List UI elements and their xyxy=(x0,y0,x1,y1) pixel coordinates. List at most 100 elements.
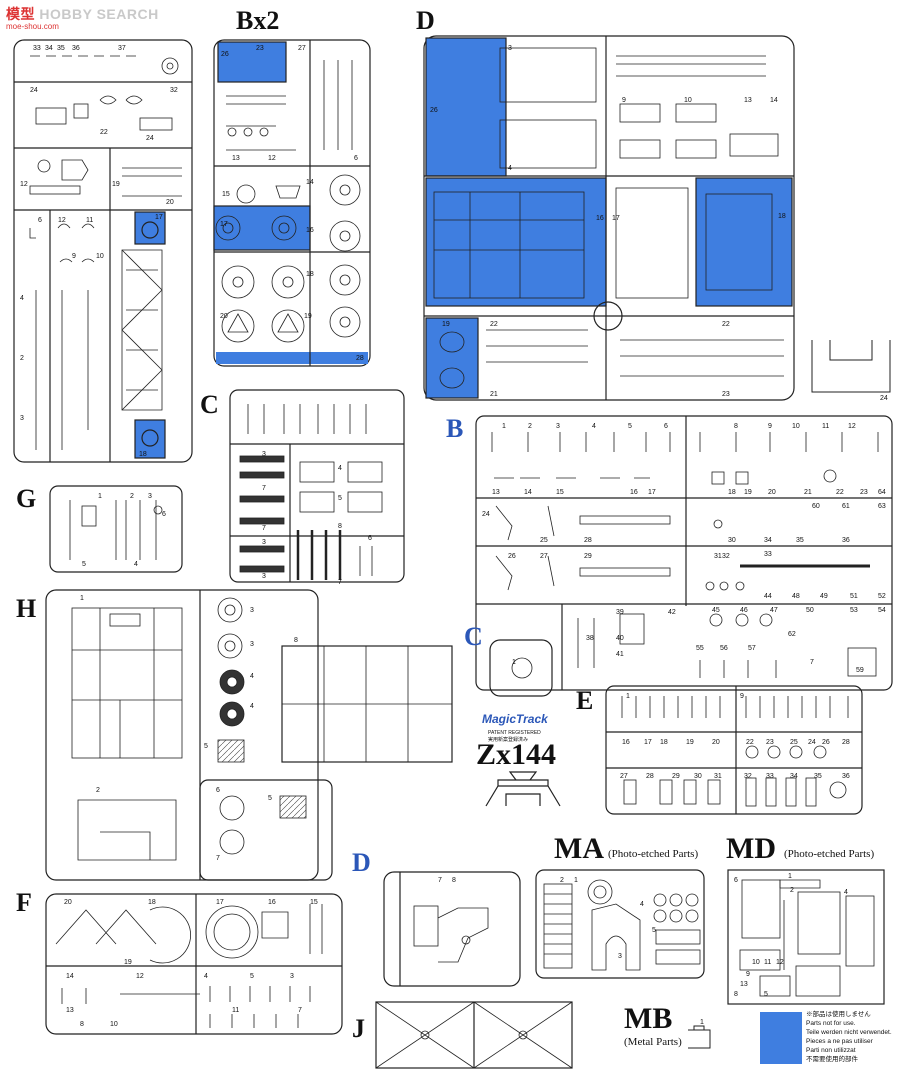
svg-text:7: 7 xyxy=(216,855,220,862)
svg-text:12: 12 xyxy=(776,959,784,966)
svg-text:22: 22 xyxy=(836,489,844,496)
sprue-h: 1 2 3 3 4 4 5 5 6 7 xyxy=(45,589,333,881)
svg-text:36: 36 xyxy=(842,537,850,544)
svg-text:9: 9 xyxy=(72,253,76,260)
label-c: C xyxy=(200,390,219,419)
svg-text:27: 27 xyxy=(540,553,548,560)
svg-text:1: 1 xyxy=(98,493,102,500)
svg-text:9: 9 xyxy=(740,693,744,700)
svg-text:60: 60 xyxy=(812,503,820,510)
sprue-d-blue: 7 8 xyxy=(383,871,521,987)
svg-text:57: 57 xyxy=(748,645,756,652)
svg-text:3: 3 xyxy=(20,415,24,422)
svg-text:14: 14 xyxy=(524,489,532,496)
svg-text:12: 12 xyxy=(58,217,66,224)
svg-text:4: 4 xyxy=(338,465,342,472)
sprue-c: 3 7 7 3 3 4 5 8 7 6 xyxy=(229,389,405,586)
svg-text:4: 4 xyxy=(204,973,208,980)
label-md-note: (Photo-etched Parts) xyxy=(784,848,875,860)
svg-text:11: 11 xyxy=(764,959,771,966)
svg-text:62: 62 xyxy=(788,631,796,638)
svg-text:10: 10 xyxy=(684,97,692,104)
legend-line: 不需要使用的部件 xyxy=(806,1056,858,1063)
label-d: D xyxy=(416,6,435,35)
svg-text:1: 1 xyxy=(626,693,630,700)
svg-text:19: 19 xyxy=(304,313,312,320)
label-mb: MB xyxy=(624,1002,673,1035)
legend-line: ※部品は使用しません xyxy=(806,1011,871,1018)
svg-text:13: 13 xyxy=(66,1007,74,1014)
svg-text:18: 18 xyxy=(660,739,668,746)
legend-line: Parts not for use. xyxy=(806,1020,856,1027)
svg-text:56: 56 xyxy=(720,645,728,652)
svg-text:28: 28 xyxy=(584,537,592,544)
label-md: MD xyxy=(726,832,776,865)
svg-text:17: 17 xyxy=(155,214,163,221)
svg-text:20: 20 xyxy=(64,899,72,906)
svg-text:8: 8 xyxy=(294,637,298,644)
svg-text:26: 26 xyxy=(508,553,516,560)
svg-text:31: 31 xyxy=(714,773,722,780)
svg-text:3: 3 xyxy=(262,539,266,546)
legend-line: Parti non utilizzat xyxy=(806,1047,856,1054)
svg-text:48: 48 xyxy=(792,593,800,600)
svg-text:28: 28 xyxy=(646,773,654,780)
label-ma-note: (Photo-etched Parts) xyxy=(608,848,699,860)
svg-text:34: 34 xyxy=(790,773,798,780)
svg-text:26: 26 xyxy=(221,51,229,58)
svg-text:42: 42 xyxy=(668,609,676,616)
sprue-c-blue: 1 xyxy=(489,639,553,697)
svg-text:1: 1 xyxy=(512,659,516,666)
svg-text:20: 20 xyxy=(220,313,228,320)
svg-text:3: 3 xyxy=(148,493,152,500)
label-e: E xyxy=(576,686,594,715)
label-d-blue: D xyxy=(352,848,371,877)
svg-text:15: 15 xyxy=(222,191,230,198)
label-j: J xyxy=(352,1014,365,1043)
svg-text:10: 10 xyxy=(752,959,760,966)
svg-text:4: 4 xyxy=(250,703,254,710)
svg-text:23: 23 xyxy=(766,739,774,746)
svg-text:24: 24 xyxy=(30,87,38,94)
svg-text:33: 33 xyxy=(766,773,774,780)
svg-text:13: 13 xyxy=(492,489,500,496)
svg-text:40: 40 xyxy=(616,635,624,642)
sprue-f: 20 18 19 17 16 15 14 12 13 8 10 4 5 3 11… xyxy=(45,893,343,1035)
svg-text:10: 10 xyxy=(792,423,800,430)
svg-text:36: 36 xyxy=(842,773,850,780)
svg-text:7: 7 xyxy=(262,485,266,492)
svg-text:4: 4 xyxy=(592,423,596,430)
svg-text:11: 11 xyxy=(232,1007,239,1014)
svg-text:6: 6 xyxy=(664,423,668,430)
svg-text:19: 19 xyxy=(442,321,450,328)
svg-text:18: 18 xyxy=(728,489,736,496)
label-g: G xyxy=(16,484,37,513)
svg-text:1: 1 xyxy=(502,423,506,430)
svg-text:35: 35 xyxy=(57,45,65,52)
svg-text:35: 35 xyxy=(796,537,804,544)
svg-text:8: 8 xyxy=(734,991,738,998)
svg-text:21: 21 xyxy=(804,489,812,496)
svg-text:1: 1 xyxy=(788,873,792,880)
svg-text:4: 4 xyxy=(20,295,24,302)
svg-text:2: 2 xyxy=(790,887,794,894)
svg-text:41: 41 xyxy=(616,651,624,658)
svg-text:11: 11 xyxy=(86,217,93,224)
svg-text:2: 2 xyxy=(130,493,134,500)
svg-text:19: 19 xyxy=(112,181,120,188)
sprue-d: 3 26 4 16 17 18 19 22 22 21 23 9 10 13 1… xyxy=(423,35,891,402)
svg-text:10: 10 xyxy=(110,1021,118,1028)
svg-text:32: 32 xyxy=(744,773,752,780)
svg-text:17: 17 xyxy=(644,739,652,746)
svg-text:5: 5 xyxy=(764,991,768,998)
sprue-b: 1 2 3 4 5 6 8 9 10 11 12 13 14 15 16 17 … xyxy=(475,415,893,691)
svg-text:55: 55 xyxy=(696,645,704,652)
svg-text:19: 19 xyxy=(124,959,132,966)
svg-text:61: 61 xyxy=(842,503,850,510)
svg-text:39: 39 xyxy=(616,609,624,616)
svg-text:33: 33 xyxy=(33,45,41,52)
svg-text:23: 23 xyxy=(860,489,868,496)
svg-text:20: 20 xyxy=(712,739,720,746)
legend-line: Pieces a ne pas utiliser xyxy=(806,1038,873,1045)
